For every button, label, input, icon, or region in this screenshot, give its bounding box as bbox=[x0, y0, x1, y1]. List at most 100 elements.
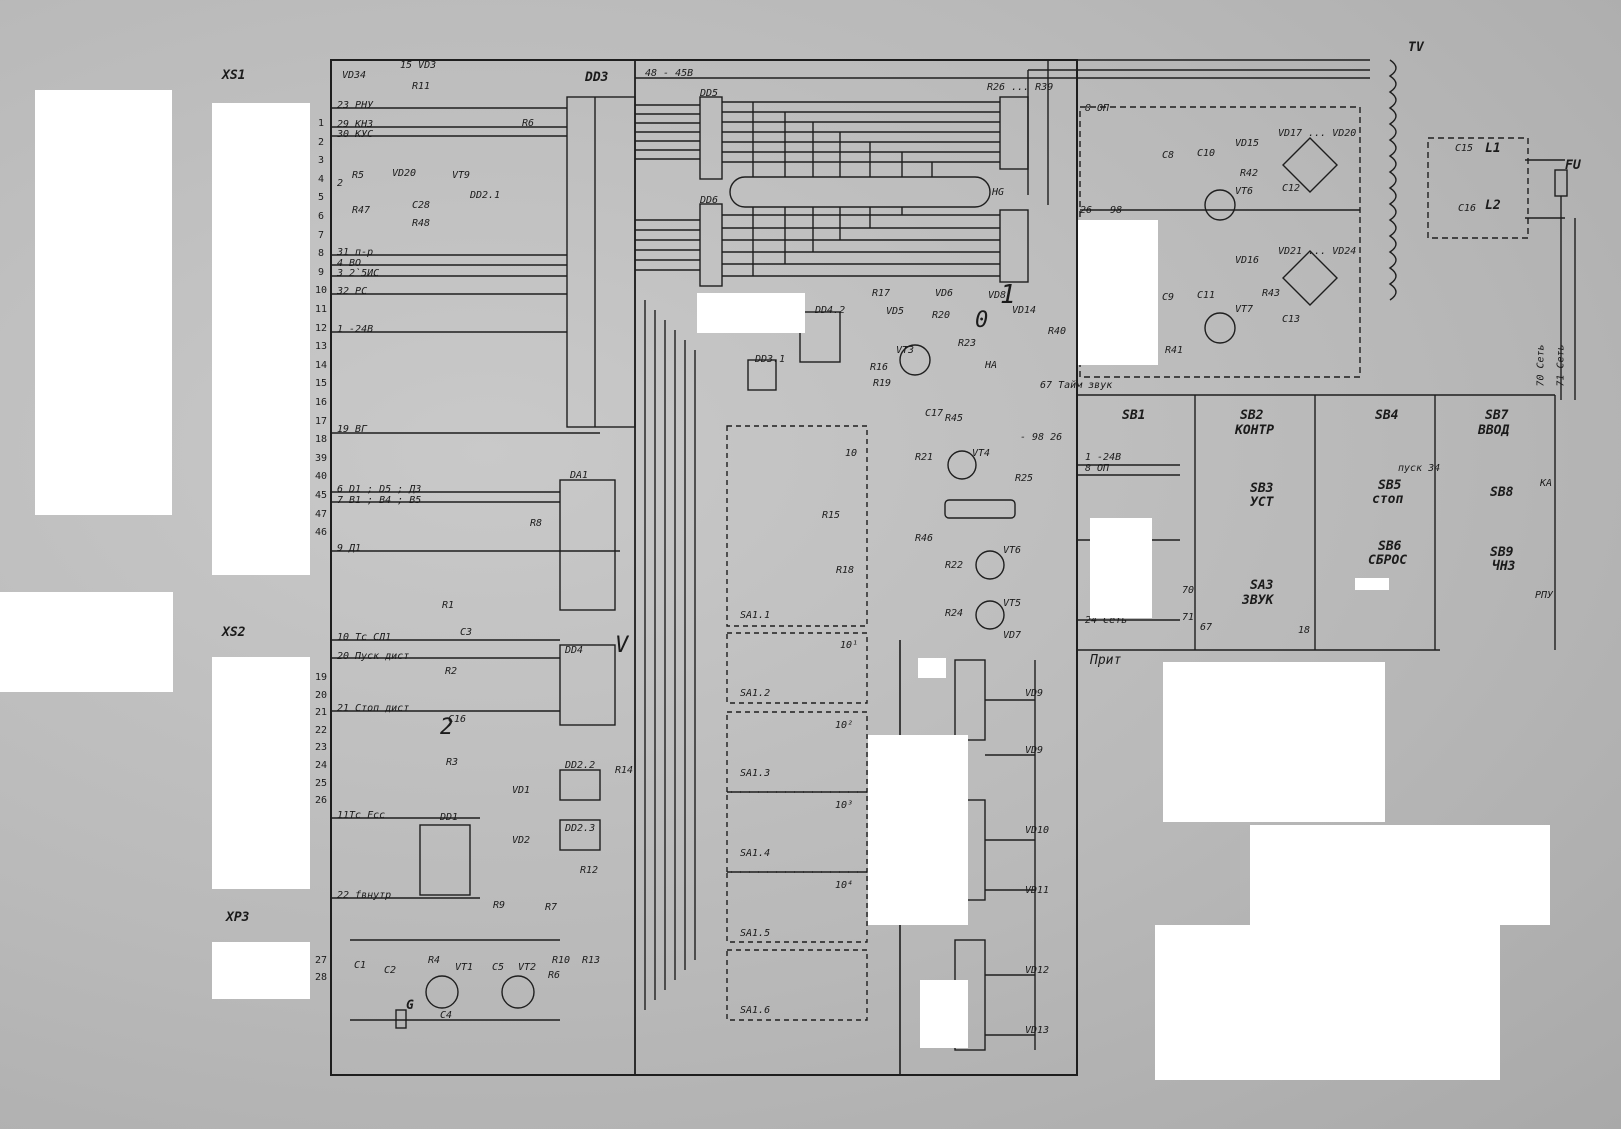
part-label: R47 bbox=[352, 205, 371, 216]
switch-label: КОНТР bbox=[1235, 423, 1275, 438]
redaction-block bbox=[1163, 662, 1385, 822]
connector-pin: 10 bbox=[314, 285, 328, 297]
switch-label: 71 Сеть bbox=[1555, 344, 1567, 387]
part-label: VT1 bbox=[455, 962, 474, 973]
switch-label: 71 bbox=[1182, 612, 1195, 623]
redaction-block bbox=[697, 293, 805, 333]
signal-label: 6 D1 ; D5 ; Д3 bbox=[337, 484, 422, 495]
redaction-block bbox=[918, 658, 946, 678]
connector-pin: 24 bbox=[314, 760, 328, 771]
signal-label: - 98 26 bbox=[1020, 432, 1063, 443]
part-label: 10² bbox=[835, 720, 854, 731]
part-label: R1 bbox=[442, 600, 455, 611]
connector-pin: 20 bbox=[314, 689, 328, 701]
redaction-block bbox=[1090, 518, 1152, 618]
part-label: R26 ... R39 bbox=[987, 82, 1054, 93]
part-label: SA1.1 bbox=[740, 610, 771, 621]
connector-pin: 23 bbox=[314, 742, 328, 754]
part-label: R4 bbox=[428, 955, 441, 966]
part-label: C12 bbox=[1282, 183, 1301, 194]
part-label: VT9 bbox=[452, 170, 471, 181]
signal-label: 31 п-р bbox=[337, 247, 374, 258]
connector-pin: 25 bbox=[314, 777, 328, 789]
part-label: G bbox=[406, 998, 414, 1013]
part-label: R6 bbox=[522, 118, 535, 129]
connector-pin: 13 bbox=[314, 341, 328, 353]
switch-label: SB2 bbox=[1240, 408, 1264, 423]
part-label: C5 bbox=[492, 962, 505, 973]
part-label: R25 bbox=[1015, 473, 1034, 484]
connector-pin: 26 bbox=[314, 795, 328, 807]
redaction-block bbox=[1155, 925, 1500, 1080]
chip-label: TV bbox=[1408, 40, 1424, 55]
part-label: L1 bbox=[1485, 141, 1501, 156]
switch-label: 67 bbox=[1200, 622, 1213, 633]
part-label: VD20 bbox=[392, 168, 417, 179]
signal-label: 2 bbox=[337, 178, 344, 189]
chip-label: HG bbox=[992, 187, 1005, 198]
part-label: C17 bbox=[925, 408, 944, 419]
switch-label: SB8 bbox=[1490, 485, 1514, 500]
chip-label: HA bbox=[985, 360, 998, 371]
redaction-block bbox=[212, 657, 310, 889]
part-label: VD16 bbox=[1235, 255, 1260, 266]
part-label: SA1.4 bbox=[740, 848, 771, 859]
part-label: VD8 bbox=[988, 290, 1007, 301]
switch-label: стоп bbox=[1372, 492, 1404, 507]
part-label: R15 bbox=[822, 510, 841, 521]
part-label: 10¹ bbox=[840, 640, 859, 651]
part-label: C1 bbox=[354, 960, 367, 971]
part-label: R45 bbox=[945, 413, 964, 424]
part-label: R2 bbox=[445, 666, 458, 677]
switch-label: SB6 bbox=[1378, 539, 1402, 554]
signal-label: 8 ОП bbox=[1085, 103, 1110, 114]
part-label: C4 bbox=[440, 1010, 453, 1021]
signal-label: 4 ВО bbox=[337, 258, 362, 269]
redaction-block bbox=[1355, 578, 1389, 590]
part-label: C3 bbox=[460, 627, 473, 638]
switch-label: 18 bbox=[1298, 625, 1311, 636]
redaction-block bbox=[212, 942, 310, 999]
part-label: R24 bbox=[945, 608, 964, 619]
part-label: 10⁴ bbox=[835, 880, 854, 891]
part-label: VD17 ... VD20 bbox=[1278, 128, 1357, 139]
connector-pin: 3 bbox=[317, 155, 325, 167]
part-label: R23 bbox=[958, 338, 977, 349]
part-label: C13 bbox=[1282, 314, 1301, 325]
connector-pin: 17 bbox=[314, 415, 328, 427]
signal-label: 10 Тс СЛ1 bbox=[337, 632, 392, 643]
connector-pin: 16 bbox=[314, 397, 328, 408]
part-label: VD6 bbox=[935, 288, 954, 299]
part-label: SA1.6 bbox=[740, 1005, 771, 1016]
signal-label: 67 Тайм звук bbox=[1040, 380, 1113, 391]
part-label: VT6 bbox=[1003, 545, 1022, 556]
part-label: R9 bbox=[493, 900, 506, 911]
signal-label: 32 РС bbox=[337, 286, 368, 297]
chip-label: DD2.2 bbox=[565, 760, 596, 771]
part-label: R19 bbox=[873, 378, 892, 389]
part-label: 10 bbox=[845, 448, 858, 459]
part-label: C15 bbox=[1455, 143, 1474, 154]
chip-label: DD3 bbox=[585, 70, 609, 85]
switch-label: пуск 34 bbox=[1398, 463, 1441, 474]
part-label: VT7 bbox=[1235, 304, 1254, 315]
part-label: C16 bbox=[448, 714, 467, 725]
part-label: VT4 bbox=[972, 448, 991, 459]
connector-pin: 9 bbox=[317, 266, 325, 278]
part-label: R20 bbox=[932, 310, 951, 321]
part-label: VD21 ... VD24 bbox=[1278, 246, 1357, 257]
switch-label: 24 Сеть bbox=[1085, 615, 1128, 626]
redaction-block bbox=[868, 735, 968, 925]
signal-label: 9 Д1 bbox=[337, 543, 362, 554]
chip-label: DD2.1 bbox=[470, 190, 501, 201]
header-fragment: Прит bbox=[1090, 653, 1122, 668]
part-label: SA1.3 bbox=[740, 768, 771, 779]
connector-pin: 2 bbox=[317, 136, 325, 148]
redaction-block bbox=[1078, 220, 1158, 365]
handwritten-note: V bbox=[615, 633, 629, 658]
switch-label: СБРОС bbox=[1368, 553, 1408, 568]
connector-pin: 11 bbox=[314, 304, 328, 315]
part-label: VT3 bbox=[896, 345, 915, 356]
part-label: VD9 bbox=[1025, 688, 1044, 699]
signal-label: 30 КУС bbox=[337, 129, 374, 140]
